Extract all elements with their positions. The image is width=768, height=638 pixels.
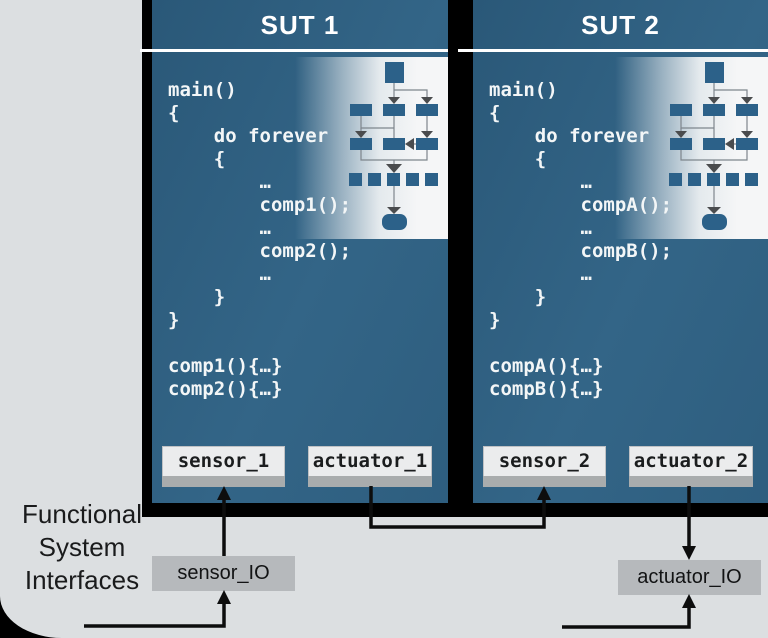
- sensor-2-port: sensor_2: [483, 446, 606, 487]
- flowchart-connector-lines: [680, 83, 748, 208]
- flowchart-connector-lines: [360, 83, 428, 208]
- sensor-io-box: sensor_IO: [152, 556, 295, 591]
- sut2-panel-body: SUT 2: [473, 0, 768, 503]
- sut2-title: SUT 2: [581, 10, 660, 40]
- actuator-io-box: actuator_IO: [618, 560, 761, 595]
- sut1-panel: SUT 1: [142, 0, 460, 517]
- sut1-panel-body: SUT 1: [152, 0, 448, 503]
- sensor-1-label: sensor_1: [177, 450, 270, 472]
- sensor-2-port-shadow: [483, 476, 606, 487]
- fsi-line-2: System: [38, 532, 126, 562]
- program-flowchart-icon: [349, 62, 438, 230]
- fsi-line-3: Interfaces: [24, 565, 140, 595]
- sut2-panel: SUT 2: [460, 0, 768, 517]
- program-flowchart-icon: [669, 62, 758, 230]
- sut1-header-rule: [140, 49, 448, 52]
- actuator-1-port-shadow: [308, 476, 432, 487]
- sut2-code-listing: main() { do forever { … compA(); … compB…: [489, 79, 673, 400]
- flowchart-nodes: [349, 62, 438, 230]
- sut2-flowchart-pane: [615, 57, 768, 239]
- sut2-header-rule: [458, 49, 768, 52]
- sut1-flowchart-pane: [295, 57, 448, 239]
- actuator-1-port: actuator_1: [308, 446, 432, 487]
- flowchart-arrowheads: [675, 97, 753, 214]
- sensor-1-port-shadow: [162, 476, 285, 487]
- actuator-2-port: actuator_2: [629, 446, 753, 487]
- flowchart-arrowheads: [355, 97, 433, 214]
- sut1-code-listing: main() { do forever { … comp1(); … comp2…: [168, 79, 352, 400]
- actuator-1-label: actuator_1: [312, 450, 428, 472]
- functional-system-interfaces-label: Functional System Interfaces: [6, 498, 158, 597]
- sut1-title: SUT 1: [260, 10, 340, 40]
- flowchart-nodes: [669, 62, 758, 230]
- actuator-2-label: actuator_2: [633, 450, 749, 472]
- sensor-1-port: sensor_1: [162, 446, 285, 487]
- actuator-2-port-shadow: [629, 476, 753, 487]
- sensor-2-label: sensor_2: [498, 450, 591, 472]
- fsi-line-1: Functional: [22, 499, 142, 529]
